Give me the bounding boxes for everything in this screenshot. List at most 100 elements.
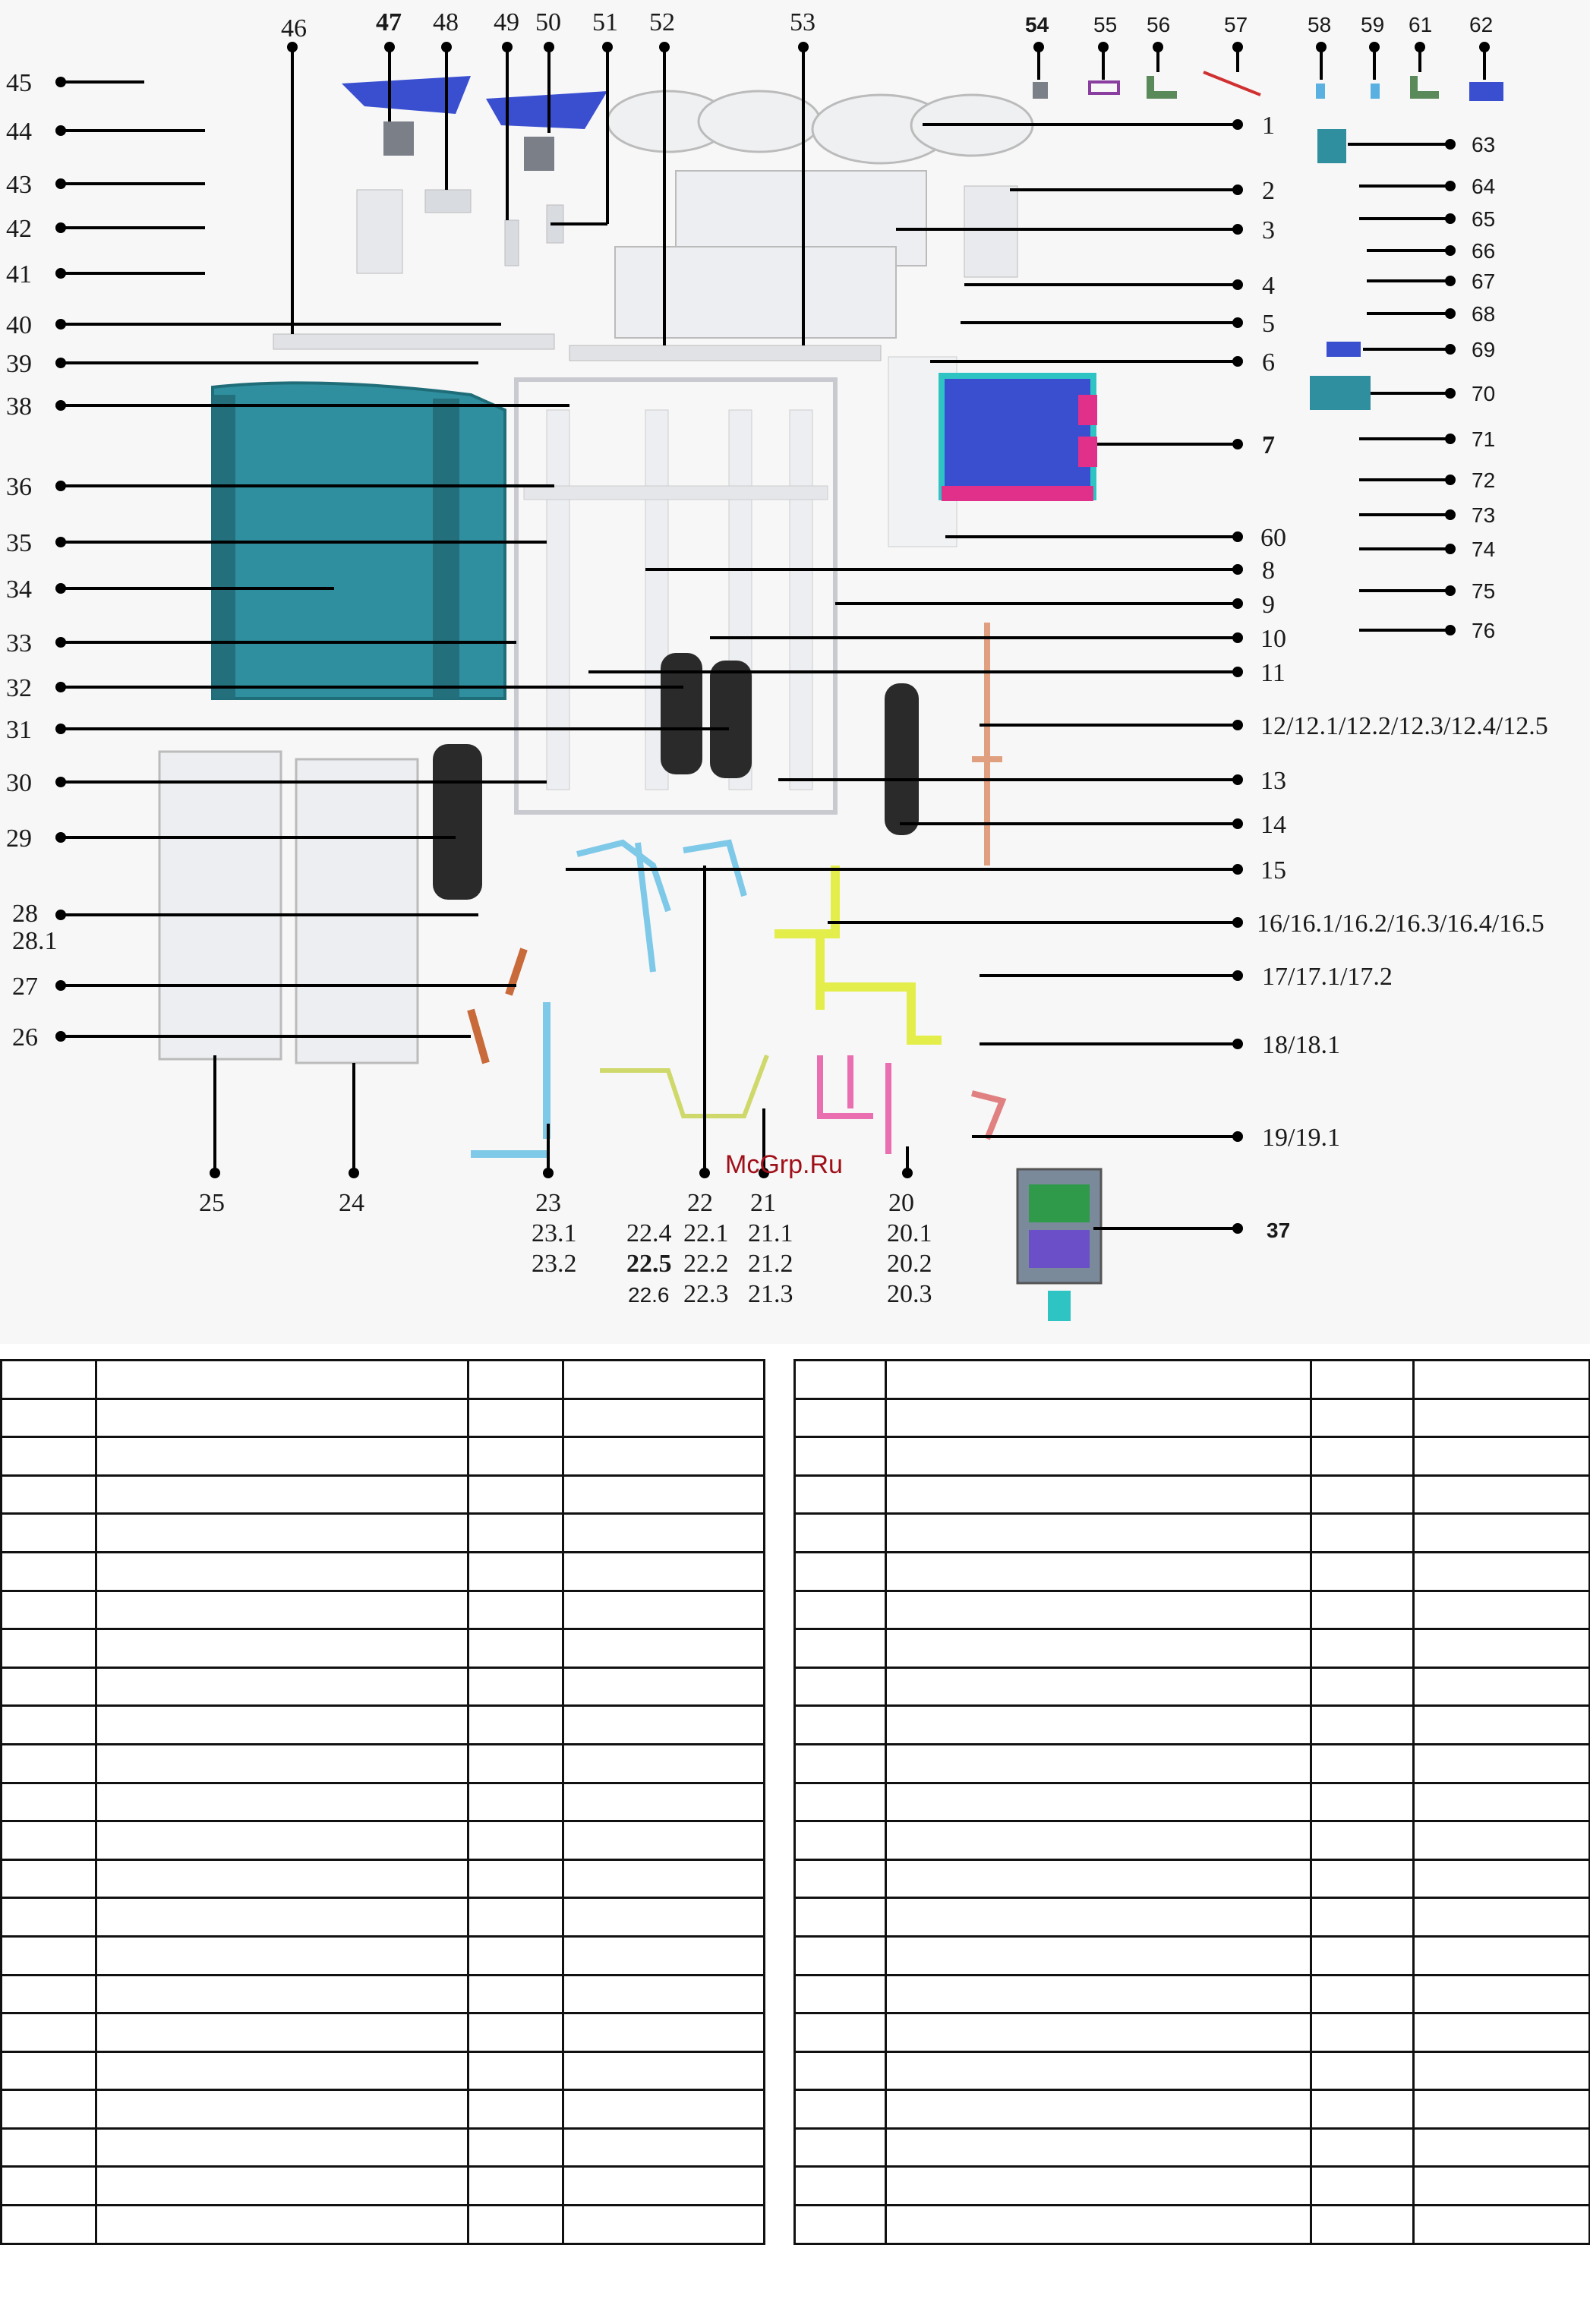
table-cell (467, 1512, 564, 1553)
table-cell (95, 1820, 469, 1861)
table-cell (1412, 2089, 1590, 2130)
table-row (0, 1397, 765, 1439)
table-cell (1310, 1628, 1415, 1669)
callout-21-3: 21.3 (748, 1280, 793, 1308)
table-cell (1412, 1474, 1590, 1515)
callout-10: 10 (1260, 625, 1286, 653)
table-cell (1412, 1704, 1590, 1745)
callout-8: 8 (1262, 557, 1275, 585)
table-cell (885, 1512, 1312, 1553)
table-cell (562, 1820, 765, 1861)
table-row (793, 1820, 1590, 1861)
table-cell (1310, 1858, 1415, 1900)
table-cell (95, 2165, 469, 2207)
table-cell (885, 2089, 1312, 2130)
callout-43: 43 (6, 171, 32, 199)
table-row (793, 1935, 1590, 1976)
table-cell (793, 1550, 887, 1592)
table-cell (95, 1512, 469, 1553)
table-cell (562, 1512, 765, 1553)
callout-72: 72 (1472, 468, 1495, 492)
callout-35: 35 (6, 529, 32, 557)
table-cell (95, 1550, 469, 1592)
callout-17: 17/17.1/17.2 (1262, 963, 1393, 991)
table-cell (793, 1589, 887, 1631)
table-cell (1412, 2012, 1590, 2053)
table-cell (467, 2127, 564, 2168)
table-row (793, 1512, 1590, 1553)
table-row (0, 1512, 765, 1553)
table-cell (1412, 1359, 1590, 1400)
table-cell (0, 2127, 97, 2168)
table-row (0, 2050, 765, 2092)
callout-20: 20 (888, 1189, 914, 1217)
callout-76: 76 (1472, 619, 1495, 642)
table-cell (562, 1666, 765, 1708)
table-cell (467, 1781, 564, 1823)
table-row (793, 2204, 1590, 2245)
table-cell (1412, 1666, 1590, 1708)
table-cell (793, 1436, 887, 1477)
table-cell (1310, 1820, 1415, 1861)
table-cell (793, 1935, 887, 1976)
table-row (793, 1589, 1590, 1631)
callout-53: 53 (790, 8, 816, 36)
table-cell (885, 1742, 1312, 1784)
table-cell (885, 2127, 1312, 2168)
table-cell (1412, 1820, 1590, 1861)
table-cell (1310, 1742, 1415, 1784)
table-cell (1310, 2165, 1415, 2207)
table-cell (885, 1897, 1312, 1938)
callout-55: 55 (1093, 13, 1117, 36)
table-cell (467, 1820, 564, 1861)
table-cell (1310, 1550, 1415, 1592)
table-cell (793, 1474, 887, 1515)
callout-21: 21 (750, 1189, 776, 1217)
table-cell (1310, 1897, 1415, 1938)
callout-34: 34 (6, 575, 32, 604)
table-cell (562, 1474, 765, 1515)
table-cell (793, 1628, 887, 1669)
table-cell (0, 2204, 97, 2245)
table-row (0, 1436, 765, 1477)
table-cell (793, 1781, 887, 1823)
callout-40: 40 (6, 311, 32, 339)
table-cell (1412, 1897, 1590, 1938)
callout-12: 12/12.1/12.2/12.3/12.4/12.5 (1260, 712, 1548, 740)
table-cell (793, 1820, 887, 1861)
callout-27: 27 (12, 973, 38, 1001)
table-cell (467, 1973, 564, 2015)
table-cell (0, 1628, 97, 1669)
table-cell (562, 1550, 765, 1592)
callout-11: 11 (1260, 659, 1286, 687)
leader-lines (55, 42, 1490, 1234)
table-cell (885, 1359, 1312, 1400)
table-row (793, 2127, 1590, 2168)
table-row (0, 2204, 765, 2245)
table-cell (95, 2050, 469, 2092)
table-cell (0, 2050, 97, 2092)
table-cell (467, 2204, 564, 2245)
callout-45: 45 (6, 69, 32, 97)
callout-14: 14 (1260, 811, 1286, 839)
table-cell (467, 1550, 564, 1592)
table-cell (467, 1704, 564, 1745)
callout-58: 58 (1308, 13, 1331, 36)
callout-54: 54 (1025, 13, 1049, 36)
callout-28-1: 28.1 (12, 927, 58, 955)
table-cell (793, 1512, 887, 1553)
table-cell (1310, 1512, 1415, 1553)
callout-57: 57 (1224, 13, 1248, 36)
table-cell (885, 1474, 1312, 1515)
table-cell (562, 1935, 765, 1976)
table-cell (793, 2165, 887, 2207)
table-cell (467, 1858, 564, 1900)
table-cell (562, 2204, 765, 2245)
table-cell (793, 2050, 887, 2092)
table-cell (885, 2204, 1312, 2245)
callout-5: 5 (1262, 310, 1275, 338)
table-row (793, 1742, 1590, 1784)
table-row (0, 1359, 765, 1400)
table-cell (467, 2012, 564, 2053)
table-cell (885, 2165, 1312, 2207)
